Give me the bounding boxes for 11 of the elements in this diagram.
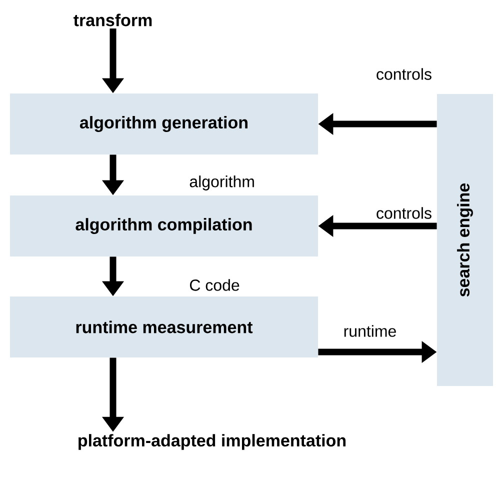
search-engine-box: search engine <box>437 94 493 386</box>
edge-label: C code <box>188 278 241 292</box>
edge-label: controls <box>375 206 433 220</box>
process-box: algorithm compilation <box>10 196 318 256</box>
edge-label: runtime <box>342 324 398 338</box>
process-box: algorithm generation <box>10 94 318 154</box>
edge-label: algorithm <box>188 174 256 192</box>
node-text: transform <box>74 14 152 26</box>
process-box: runtime measurement <box>10 296 318 358</box>
node-text: platform-adapted implementation <box>78 434 346 450</box>
edge-label: controls <box>375 67 433 81</box>
